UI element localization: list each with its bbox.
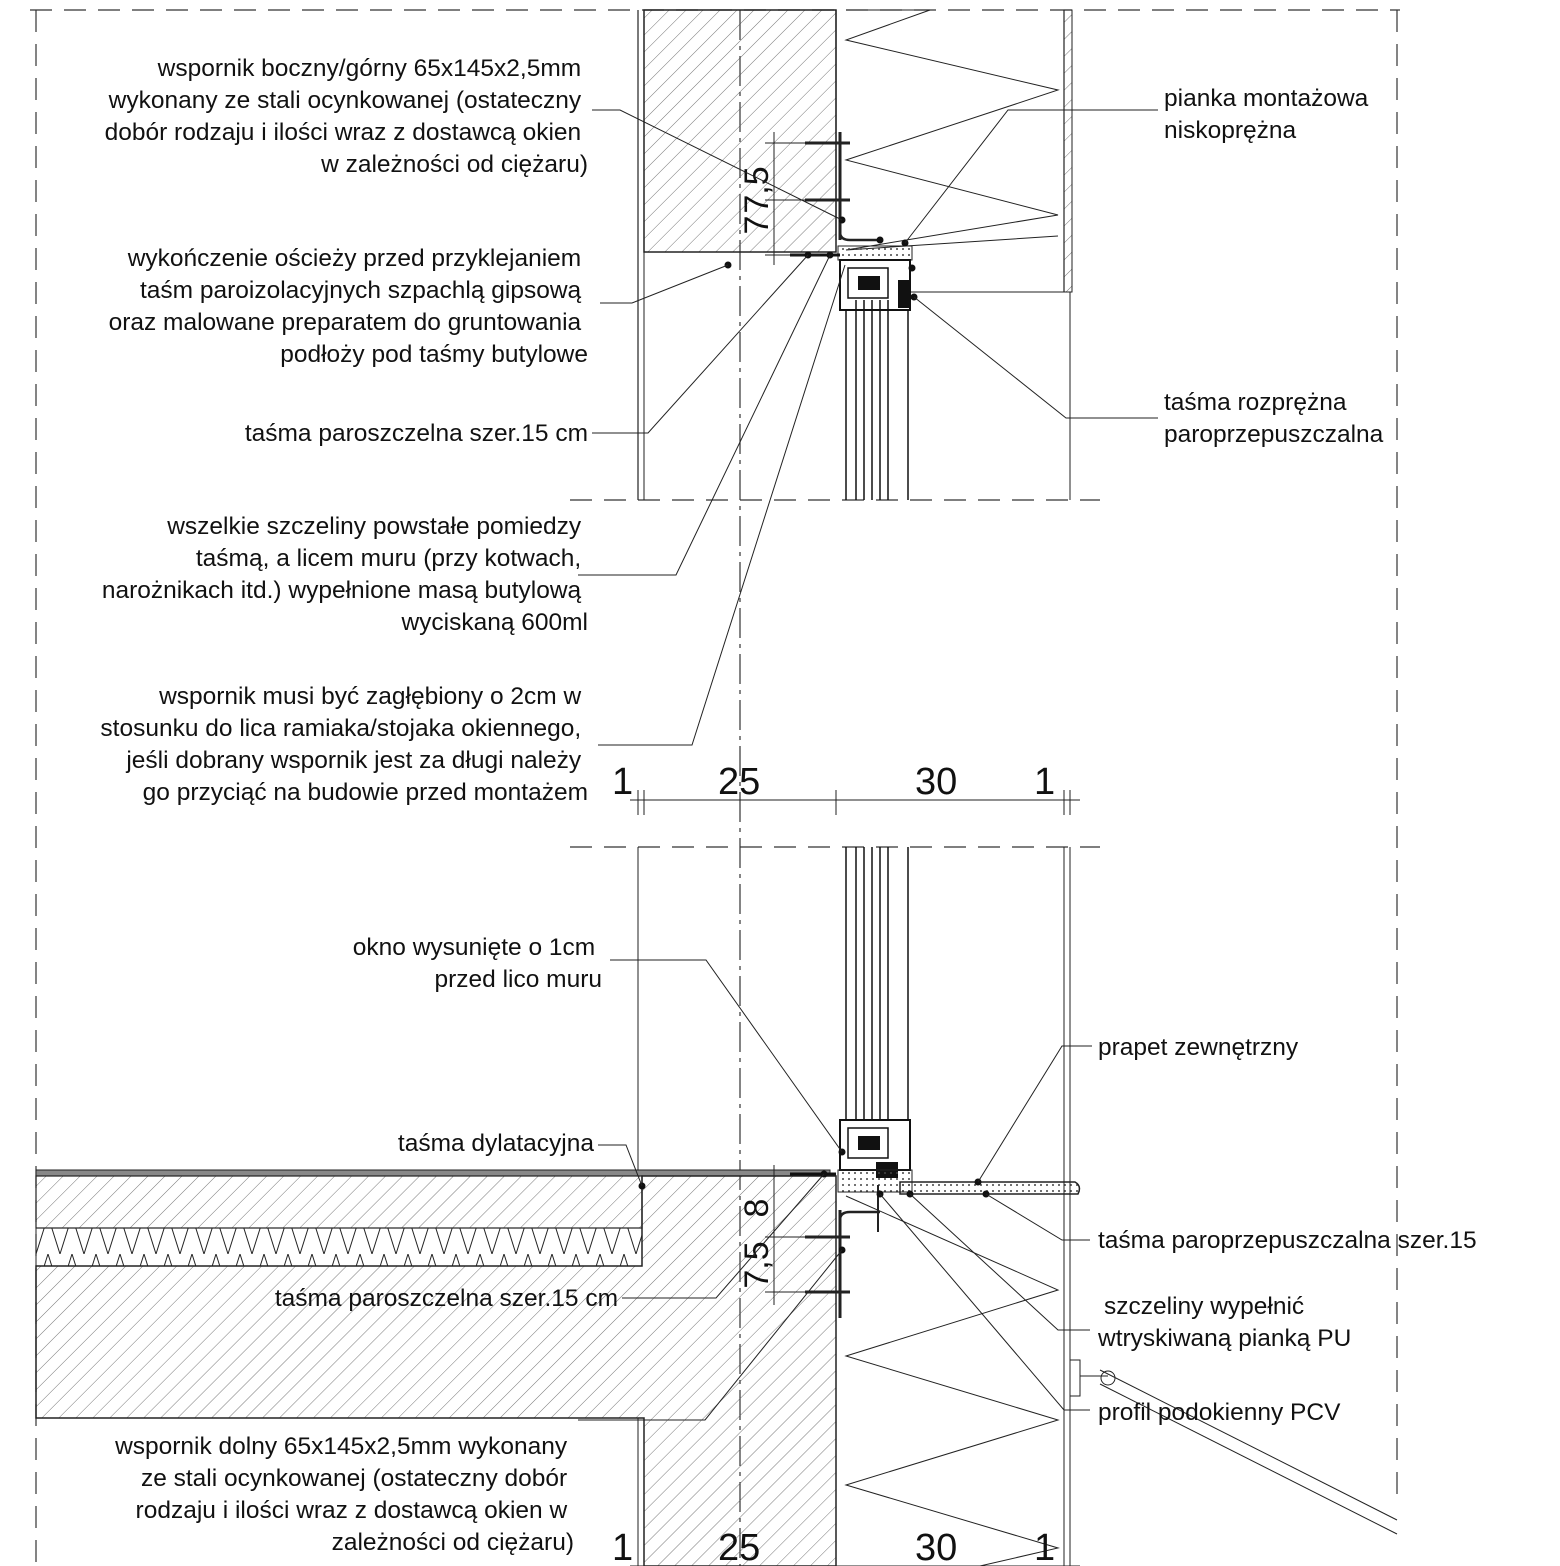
label-szczeliny-bottom: szczeliny wypełnić wtryskiwaną pianką PU xyxy=(1097,1293,1351,1352)
label-okno-wysuniete: okno wysunięte o 1cm przed lico muru xyxy=(353,934,602,993)
dim-bottom-vertical-lower: 7,5 xyxy=(738,1241,776,1288)
top-detail: 7,5 7 xyxy=(637,9,1073,500)
bottom-dimension-row xyxy=(630,1555,1080,1566)
leader-lines xyxy=(578,109,1158,1421)
label-wspornik-boczny: wspornik boczny/górny 65x145x2,5mm wykon… xyxy=(105,55,588,178)
label-wspornik-zaglebiony: wspornik musi być zagłębiony o 2cm w sto… xyxy=(100,683,588,806)
label-tasma-paroszczelna-bottom: taśma paroszczelna szer.15 cm xyxy=(275,1285,618,1312)
dim-top-1b: 1 xyxy=(1034,761,1055,803)
dim-top-1a: 1 xyxy=(612,761,633,803)
label-szczeliny-top: wszelkie szczeliny powstałe pomiedzy taś… xyxy=(102,513,588,636)
dim-top-vertical-lower: 7 xyxy=(738,216,776,235)
label-tasma-rozprezna: taśma rozprężna paroprzepuszczalna xyxy=(1164,389,1384,448)
dim-bottom-25: 25 xyxy=(718,1527,760,1566)
dim-bottom-1a: 1 xyxy=(612,1527,633,1566)
top-dimension-row xyxy=(630,790,1080,815)
label-wspornik-dolny: wspornik dolny 65x145x2,5mm wykonany ze … xyxy=(114,1433,574,1556)
label-wykonczenie-oscieza: wykończenie ościeży przed przyklejaniem … xyxy=(109,245,588,368)
dim-top-vertical-upper: 7,5 xyxy=(738,166,776,213)
dim-top-30: 30 xyxy=(915,761,957,803)
dim-bottom-vertical-upper: 8 xyxy=(738,1199,776,1218)
label-tasma-paroprzepuszczalna: taśma paroprzepuszczalna szer.15 xyxy=(1098,1227,1477,1254)
bottom-detail: 8 7,5 xyxy=(35,847,1398,1566)
dim-top-25: 25 xyxy=(718,761,760,803)
dim-bottom-30: 30 xyxy=(915,1527,957,1566)
label-tasma-dylatacyjna: taśma dylatacyjna xyxy=(398,1130,594,1157)
label-pianka-montazowa: pianka montażowa niskoprężna xyxy=(1164,85,1375,144)
label-prapet-zewnetrzny: prapet zewnętrzny xyxy=(1098,1034,1299,1061)
dim-bottom-1b: 1 xyxy=(1034,1527,1055,1566)
label-profil-podokienny: profil podokienny PCV xyxy=(1098,1399,1341,1426)
label-tasma-paroszczelna-top: taśma paroszczelna szer.15 cm xyxy=(245,420,588,447)
